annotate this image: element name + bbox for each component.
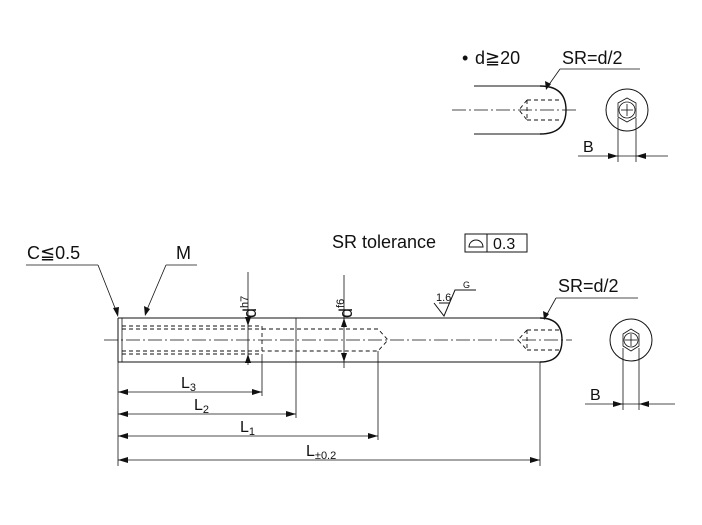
sr-arrowhead bbox=[543, 311, 549, 320]
sr-tolerance-text: SR tolerance bbox=[332, 232, 436, 252]
detail-sr-label: SR=d/2 bbox=[562, 48, 623, 68]
b-arrow-right bbox=[639, 401, 649, 407]
b-arrow-left bbox=[613, 401, 623, 407]
l1-label: L1 bbox=[240, 419, 255, 438]
detail-b-arrow-right bbox=[636, 153, 646, 159]
detail-b-arrow-left bbox=[608, 153, 618, 159]
detail-bullet: • bbox=[462, 48, 468, 68]
l-total-arrow-left bbox=[118, 457, 128, 463]
l1-arrow-left bbox=[118, 433, 128, 439]
detail-socket-bore bbox=[618, 101, 636, 119]
detail-end-view-circle bbox=[605, 88, 649, 132]
chamfer-leader bbox=[97, 264, 118, 314]
hex-socket-hidden bbox=[517, 329, 560, 351]
end-view-bore bbox=[623, 332, 639, 348]
main-pin-view: SR tolerance 0.3 C≦0.5 M dh7 bbox=[26, 232, 675, 466]
end-view-circle bbox=[609, 318, 653, 362]
end-view-hex-socket bbox=[622, 328, 640, 352]
detail-sr-arrowhead bbox=[545, 81, 551, 90]
l3-arrow-left bbox=[118, 389, 128, 395]
detail-condition: d≧20 bbox=[475, 48, 520, 68]
l3-label: L3 bbox=[181, 375, 196, 394]
dia-h7-arrow-bottom bbox=[245, 354, 251, 363]
thread-leader bbox=[145, 264, 167, 313]
dia-f6-arrow-bottom bbox=[341, 353, 347, 362]
l2-arrow-right bbox=[286, 411, 296, 417]
profile-tolerance-symbol-box bbox=[464, 233, 488, 253]
detail-hex-socket bbox=[617, 97, 637, 123]
l1-arrow-right bbox=[368, 433, 378, 439]
b-label: B bbox=[590, 387, 601, 404]
sr-leader bbox=[545, 297, 557, 317]
chamfer-arrowhead bbox=[113, 307, 119, 317]
dia-f6-arrow-top bbox=[341, 318, 347, 327]
sr-tolerance-value: 0.3 bbox=[493, 236, 515, 253]
detail-hex-socket-hidden bbox=[518, 99, 560, 121]
sr-label: SR=d/2 bbox=[558, 276, 619, 296]
tolerance-value-box bbox=[486, 233, 528, 253]
drill-hole-hidden bbox=[262, 328, 389, 352]
dia-h7-arrow-top bbox=[245, 317, 251, 326]
l3-arrow-right bbox=[252, 389, 262, 395]
roughness-value: 1.6 bbox=[436, 292, 451, 304]
l-total-label: L±0.2 bbox=[306, 443, 336, 462]
thread-arrowhead bbox=[144, 306, 150, 316]
detail-sr-leader bbox=[547, 68, 561, 87]
thread-label: M bbox=[176, 243, 191, 263]
detail-b-label: B bbox=[583, 139, 594, 156]
l2-label: L2 bbox=[194, 397, 209, 416]
l2-arrow-left bbox=[118, 411, 128, 417]
internal-thread-hidden bbox=[122, 325, 263, 355]
roughness-grade: G bbox=[463, 280, 470, 290]
chamfer-label: C≦0.5 bbox=[27, 243, 80, 263]
detail-view-large-diameter: • d≧20 SR=d/2 B bbox=[452, 48, 668, 162]
profile-tolerance-icon bbox=[468, 239, 484, 248]
dia-f6-label: df6 bbox=[335, 299, 356, 318]
l-total-arrow-right bbox=[530, 457, 540, 463]
dia-h7-label: dh7 bbox=[239, 296, 260, 318]
